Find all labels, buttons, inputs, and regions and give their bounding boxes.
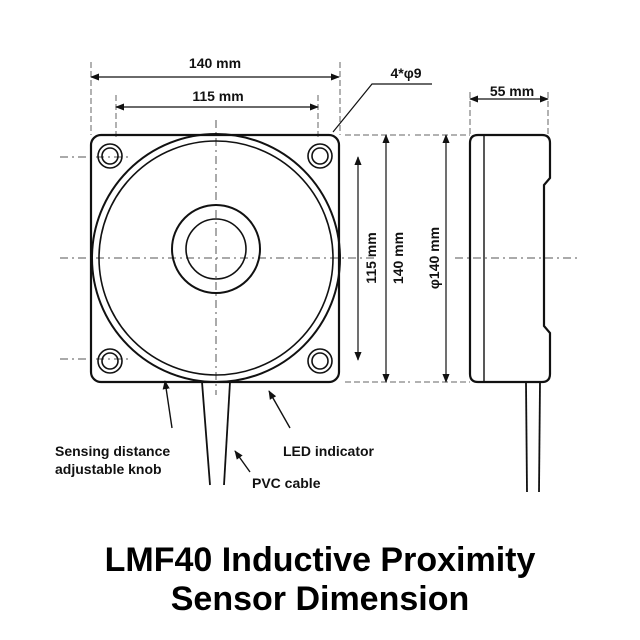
dim-height-outer: 140 mm — [390, 232, 406, 284]
dim-diameter: φ140 mm — [426, 227, 442, 289]
sensor-core-outer — [171, 204, 261, 294]
side-dimension-lines — [442, 95, 549, 383]
sensor-face-inner — [98, 140, 334, 376]
callout-cable: PVC cable — [252, 475, 321, 491]
front-dimension-lines — [90, 73, 432, 383]
dim-hole-spec: 4*φ9 — [390, 65, 421, 81]
dim-width-outer: 140 mm — [189, 55, 241, 71]
title-line-2: Sensor Dimension — [170, 580, 470, 618]
sensor-core-inner — [185, 218, 247, 280]
front-extension-lines — [90, 62, 410, 383]
sensor-housing-side — [468, 133, 552, 384]
callout-knob-line1: Sensing distance — [55, 443, 170, 459]
pvc-cable-side — [525, 381, 541, 493]
callout-led: LED indicator — [283, 443, 375, 459]
dim-height-holes: 115 mm — [363, 232, 379, 283]
mounting-holes — [97, 143, 333, 374]
callout-knob-line2: adjustable knob — [55, 461, 162, 477]
pvc-cable-front — [201, 381, 231, 486]
dim-width-holes: 115 mm — [192, 88, 243, 104]
callout-arrows — [162, 380, 291, 473]
side-view — [415, 92, 580, 493]
sensor-face-outer — [91, 133, 341, 383]
front-view — [60, 62, 410, 486]
dim-depth: 55 mm — [490, 83, 534, 99]
title-line-1: LMF40 Inductive Proximity — [104, 541, 536, 579]
